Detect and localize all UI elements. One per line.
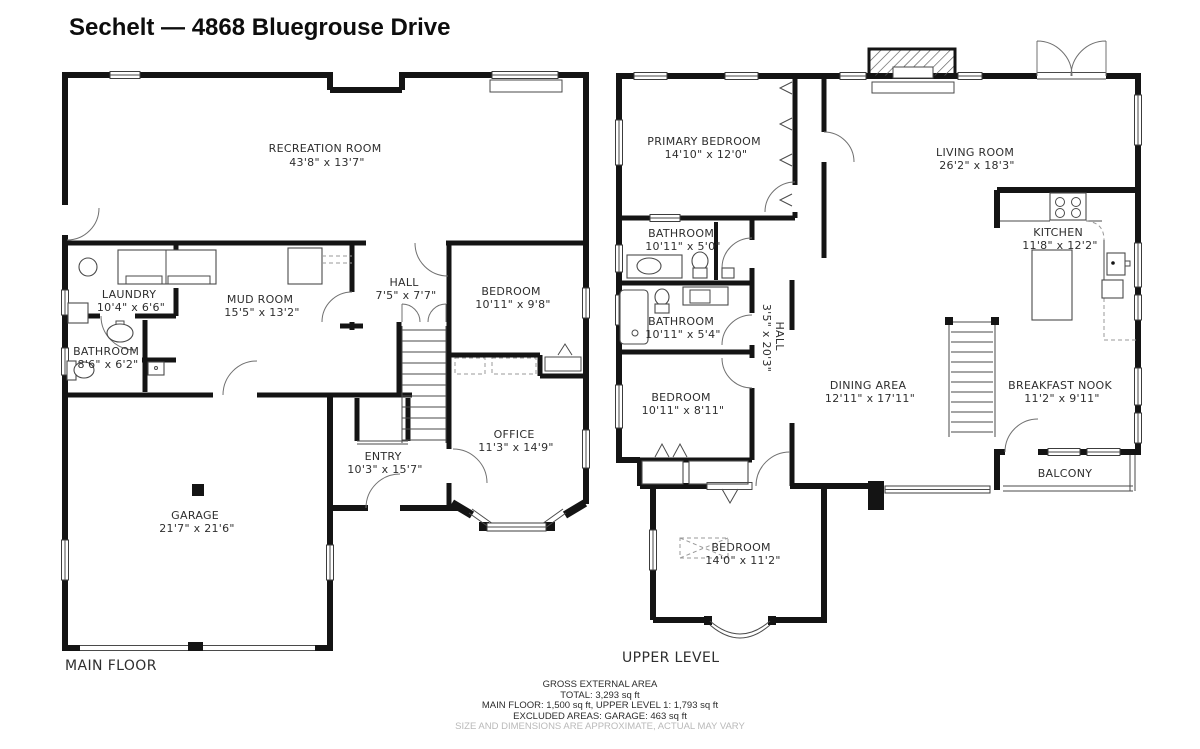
laundry-counter — [117, 249, 217, 285]
upper-stairs — [945, 317, 999, 437]
footer-floors: MAIN FLOOR: 1,500 sq ft, UPPER LEVEL 1: … — [481, 700, 719, 712]
bathtub-icon — [619, 289, 649, 345]
room-label-laundry: LAUNDRY 10'4" x 6'6" — [97, 288, 165, 314]
sink-icon — [636, 257, 662, 275]
room-label-bathroom-top: BATHROOM 10'11" x 5'0" — [645, 227, 721, 253]
main-bathroom-fixtures — [66, 320, 165, 381]
room-label-bathroom-main: BATHROOM 8'6" x 6'2" — [73, 345, 143, 371]
kitchen-sink-icon — [1106, 252, 1126, 276]
room-label-primary-bedroom: PRIMARY BEDROOM 14'10" x 12'0" — [647, 135, 764, 161]
garage-post — [192, 484, 204, 496]
footer-total: TOTAL: 3,293 sq ft — [560, 689, 640, 701]
room-label-recreation: RECREATION ROOM 43'8" x 13'7" — [269, 142, 386, 169]
kitchen-island — [1031, 249, 1073, 321]
stove-icon — [1049, 192, 1087, 221]
toilet-icon — [73, 361, 95, 379]
room-label-hall-main: HALL 7'5" x 7'7" — [376, 276, 437, 302]
room-label-office: OFFICE 11'3" x 14'9" — [478, 428, 554, 454]
main-bedroom-closet — [454, 343, 582, 375]
laundry-tub — [67, 302, 89, 324]
room-label-dining-area: DINING AREA 12'11" x 17'11" — [825, 379, 915, 405]
upper-level-label: UPPER LEVEL — [622, 650, 719, 666]
room-label-bedroom-mid: BEDROOM 10'11" x 8'11" — [642, 391, 725, 417]
bow-window — [709, 620, 771, 639]
main-floor-plan: RECREATION ROOM 43'8" x 13'7" LAUNDRY 10… — [61, 71, 590, 674]
upper-room-labels: PRIMARY BEDROOM 14'10" x 12'0" LIVING RO… — [642, 135, 1116, 567]
main-stairs — [401, 303, 447, 443]
bathroom-top-fixtures — [626, 251, 735, 279]
room-label-mudroom: MUD ROOM 15'5" x 13'2" — [224, 293, 300, 319]
bathroom-mid-fixtures — [619, 286, 729, 345]
upper-door-arcs — [721, 131, 1039, 487]
dishwasher-icon — [1101, 279, 1124, 299]
corner-sink-icon — [147, 361, 165, 376]
room-label-balcony: BALCONY — [1038, 467, 1093, 480]
laundry-fixtures — [67, 249, 217, 324]
room-label-entry: ENTRY 10'3" x 15'7" — [347, 450, 423, 476]
toilet-icon — [654, 288, 670, 306]
toilet-icon — [691, 251, 709, 271]
room-label-living-room: LIVING ROOM 26'2" x 18'3" — [936, 146, 1018, 172]
small-sink-icon — [721, 267, 735, 279]
room-label-bedroom-lower: BEDROOM 14'0" x 11'2" — [705, 541, 781, 567]
room-label-bathroom-mid: BATHROOM 10'11" x 5'4" — [645, 315, 721, 341]
room-label-kitchen: KITCHEN 11'8" x 12'2" — [1022, 226, 1098, 252]
room-label-hall-upper: HALL 3'5" x 20'3" — [760, 304, 786, 372]
upper-level-plan: PRIMARY BEDROOM 14'10" x 12'0" LIVING RO… — [615, 40, 1142, 666]
footer-disclaimer: SIZE AND DIMENSIONS ARE APPROXIMATE, ACT… — [455, 721, 745, 733]
main-exterior-walls — [62, 72, 589, 651]
page-title: Sechelt — 4868 Bluegrouse Drive — [69, 14, 451, 41]
hearth — [871, 81, 955, 94]
garage-door — [80, 642, 315, 651]
chimney — [867, 47, 957, 94]
vanity — [682, 286, 729, 306]
primary-closet — [778, 81, 793, 207]
room-label-garage: GARAGE 21'7" x 21'6" — [159, 509, 235, 535]
footer-gross-area: GROSS EXTERNAL AREA — [542, 679, 658, 690]
french-doors — [1036, 40, 1107, 77]
sink-icon — [106, 323, 134, 343]
laundry-sink-icon — [78, 257, 98, 277]
footer-excluded: EXCLUDED AREAS: GARAGE: 463 sq ft — [513, 710, 687, 722]
main-room-labels: RECREATION ROOM 43'8" x 13'7" LAUNDRY 10… — [73, 142, 554, 535]
office-bay-window — [468, 508, 567, 532]
upper-interior-walls — [619, 73, 827, 486]
bedroom-mid-closets — [641, 442, 749, 485]
footer: GROSS EXTERNAL AREA TOTAL: 3,293 sq ft M… — [0, 679, 1200, 733]
main-windows — [61, 71, 590, 581]
room-label-breakfast-nook: BREAKFAST NOOK 11'2" x 9'11" — [1008, 379, 1116, 405]
upper-windows — [615, 72, 1142, 571]
kitchen-fixtures — [1000, 192, 1136, 341]
balcony-railing — [1003, 455, 1136, 492]
room-label-bedroom-main: BEDROOM 10'11" x 9'8" — [475, 285, 551, 311]
main-floor-label: MAIN FLOOR — [65, 658, 157, 674]
mudroom-fixtures — [287, 247, 352, 285]
bedroom-lower-details — [679, 482, 776, 639]
window-seat — [489, 79, 563, 93]
mudroom-cabinet — [287, 247, 323, 285]
